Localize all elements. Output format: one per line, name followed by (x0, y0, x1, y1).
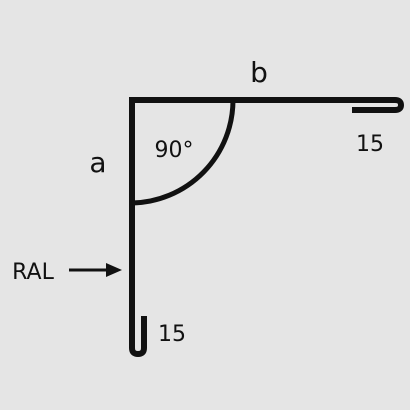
profile-outline (129, 97, 404, 357)
hem-top-label: 15 (356, 132, 384, 157)
angle-arc (131, 99, 236, 206)
ral-arrow-head (106, 263, 122, 277)
side-b-label: b (250, 56, 268, 89)
ral-label: RAL (12, 260, 54, 285)
angle-label: 90° (155, 138, 194, 163)
hem-bottom-label: 15 (158, 322, 186, 347)
side-a-label: a (89, 146, 106, 179)
